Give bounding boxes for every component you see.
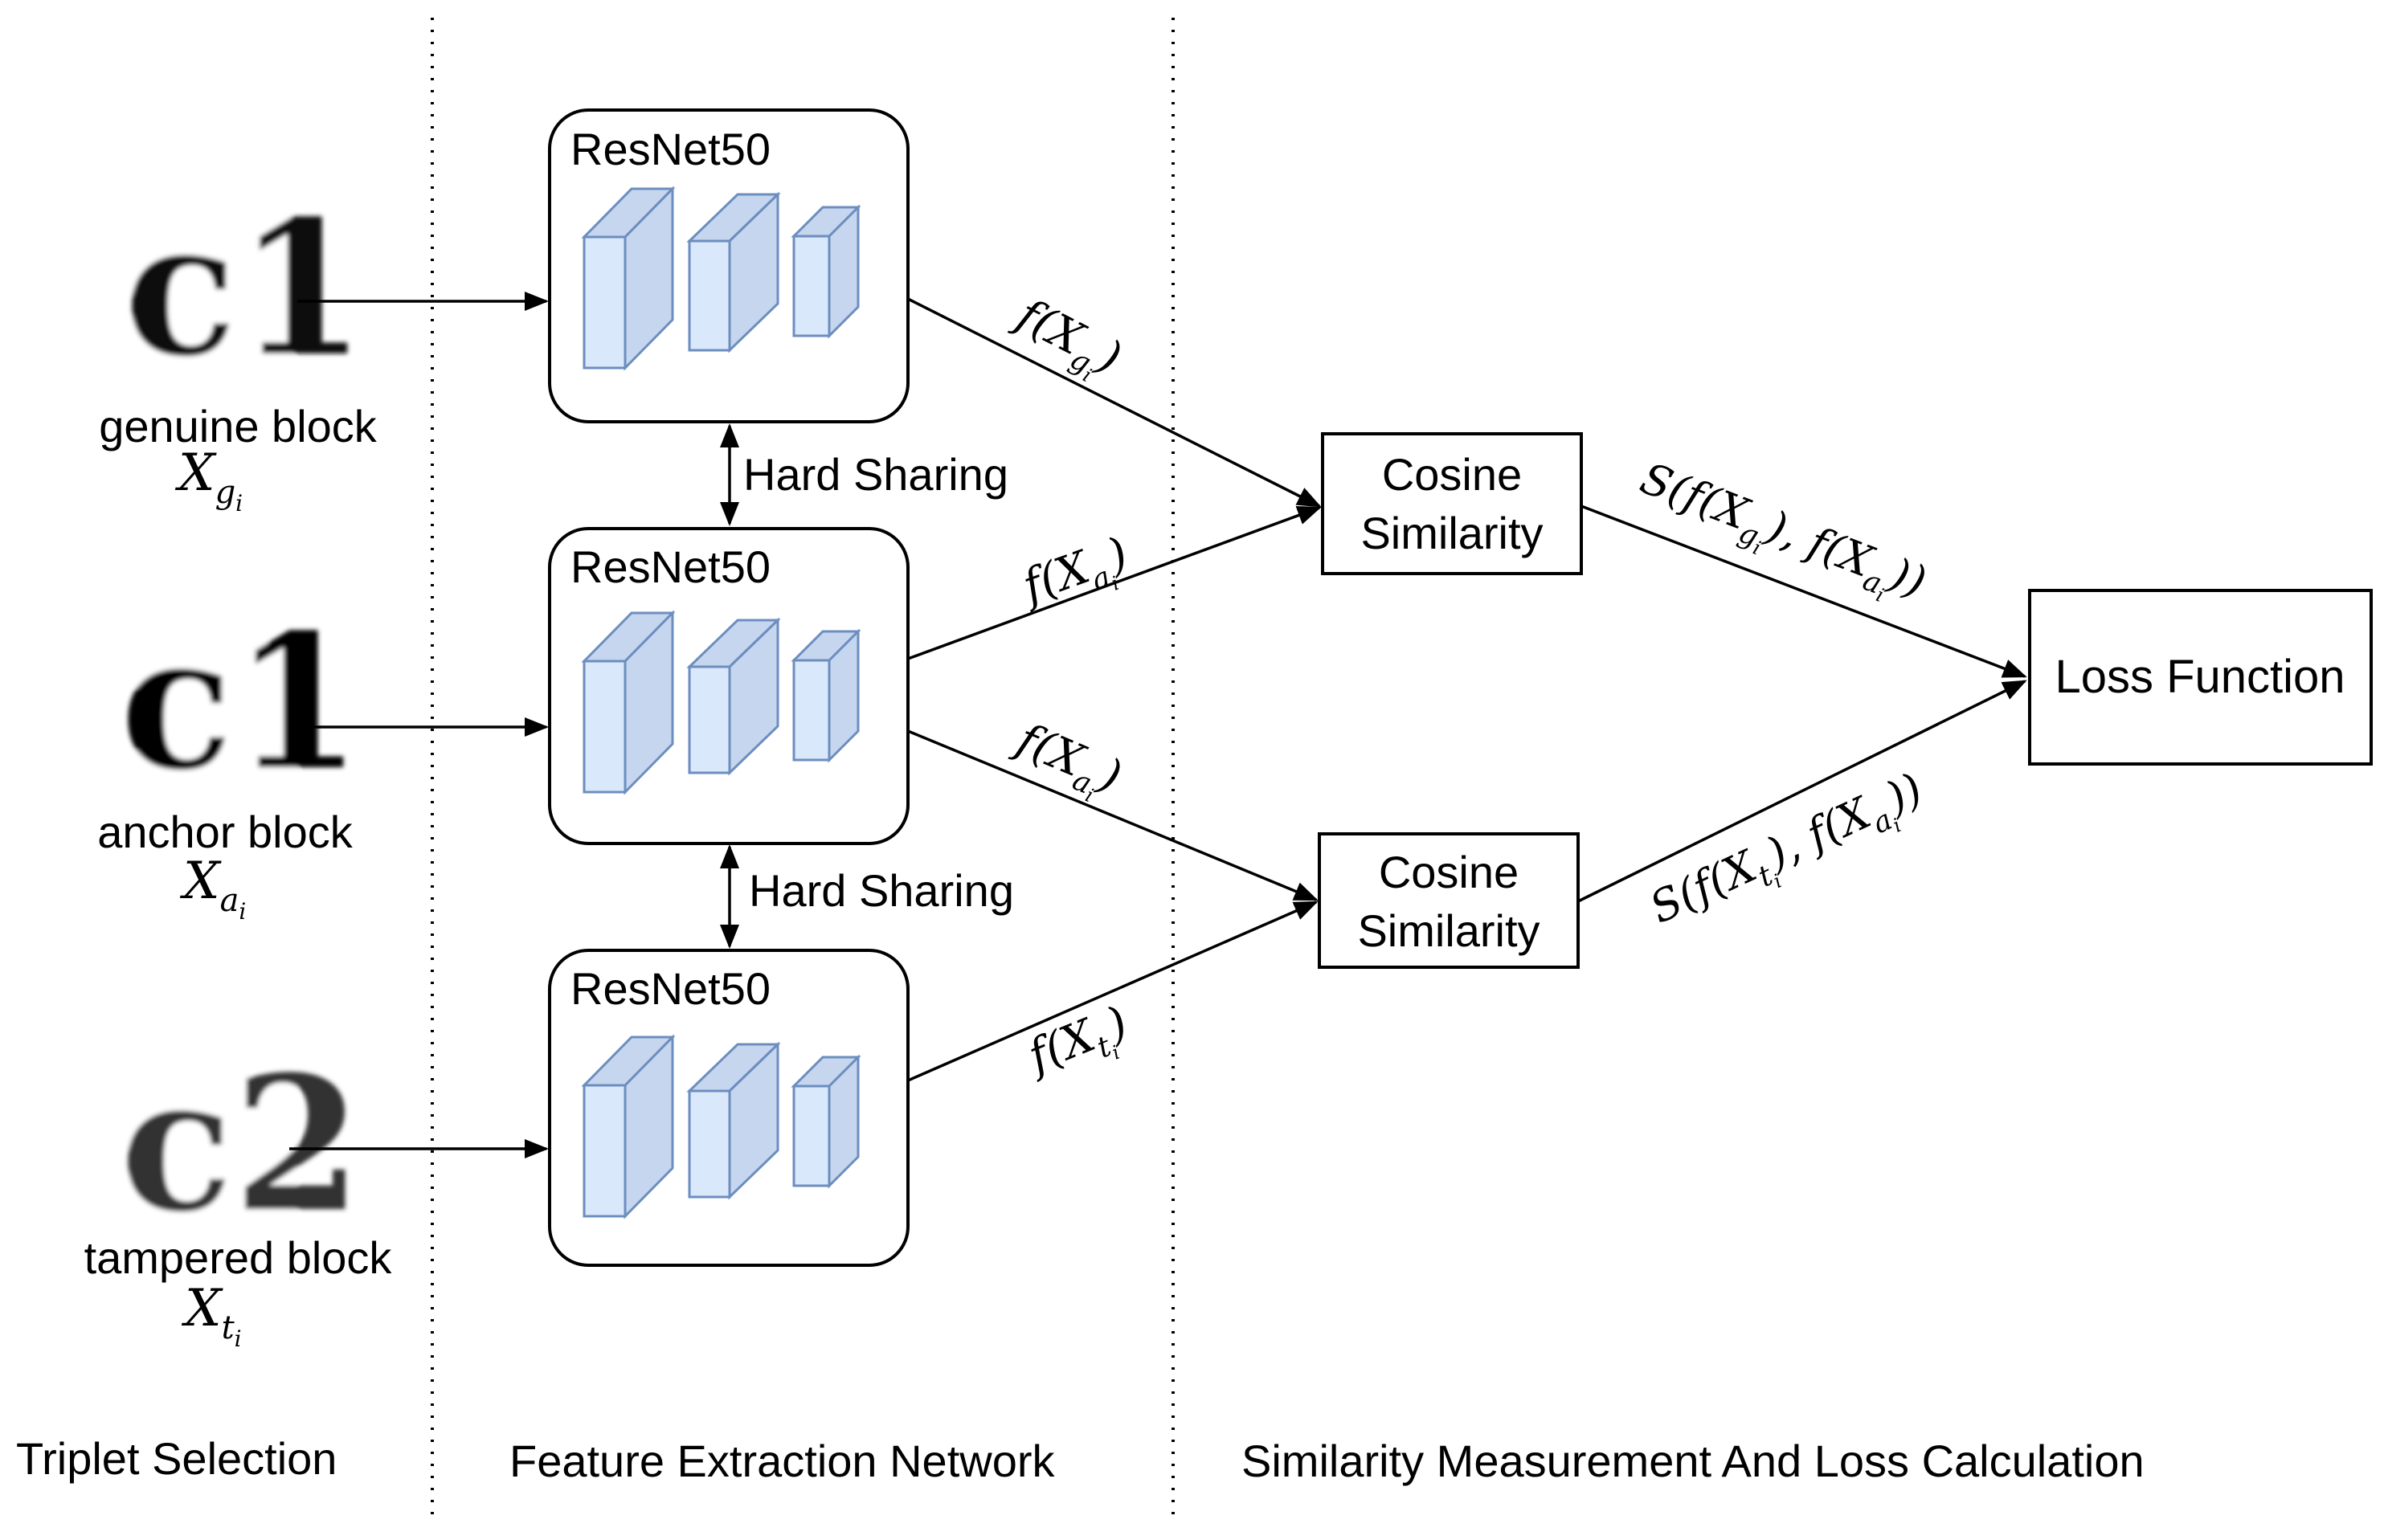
conv-layer-icon — [581, 186, 676, 371]
conv-layer-icon — [686, 1041, 781, 1200]
anchor-block-var: Xai — [179, 852, 246, 925]
genuine-sample-image: c1 — [125, 181, 366, 398]
tampered-block-var: Xti — [181, 1279, 242, 1352]
conv-layer-icon — [581, 1034, 676, 1219]
feature-arrow-anchor-top — [907, 506, 1322, 660]
feature-label-anchor-bottom: f(Xai) — [1002, 712, 1128, 813]
cosine-box-line1: Cosine — [1382, 449, 1522, 500]
section-title-feature: Feature Extraction Network — [509, 1436, 1055, 1486]
svg-text:c1: c1 — [125, 181, 366, 398]
feature-label-tampered: f(Xti) — [1018, 996, 1139, 1094]
genuine-block-var: Xgi — [174, 443, 243, 517]
section-title-triplet: Triplet Selection — [16, 1433, 337, 1484]
similarity-label-genuine-anchor: S(f(Xgi), f(Xai)) — [1630, 452, 1933, 619]
conv-layer-icon — [686, 191, 781, 353]
tampered-block-label: tampered block — [84, 1232, 393, 1283]
feature-label-anchor-top: f(Xai) — [1013, 527, 1139, 624]
cosine-similarity-box-1: Cosine Similarity — [1321, 432, 1583, 575]
conv-layer-icon — [581, 610, 676, 795]
cosine-box-line1: Cosine — [1379, 847, 1519, 897]
cosine-similarity-box-2: Cosine Similarity — [1318, 832, 1580, 969]
similarity-arrow-2 — [1577, 680, 2027, 903]
cosine-box-line2: Similarity — [1360, 508, 1543, 558]
conv-layer-icon — [686, 617, 781, 776]
resnet50-title: ResNet50 — [570, 541, 771, 592]
anchor-block-label: anchor block — [97, 807, 354, 857]
tampered-sample-image: c2 — [121, 1036, 362, 1253]
loss-function-label: Loss Function — [2055, 651, 2345, 703]
similarity-arrow-1 — [1580, 504, 2027, 678]
conv-layer-icon — [791, 1054, 861, 1189]
conv-layer-icon — [791, 204, 861, 339]
section-title-similarity: Similarity Measurement And Loss Calculat… — [1241, 1436, 2145, 1486]
hard-sharing-label-2: Hard Sharing — [749, 865, 1014, 916]
similarity-label-tampered-anchor: S(f(Xti), f(Xai)) — [1642, 763, 1936, 944]
feature-arrow-anchor-bottom — [907, 729, 1319, 901]
feature-arrow-tampered — [907, 901, 1319, 1082]
feature-arrow-genuine — [907, 297, 1322, 508]
genuine-block-label: genuine block — [99, 401, 378, 451]
hard-sharing-label-1: Hard Sharing — [743, 449, 1008, 500]
resnet50-title: ResNet50 — [570, 124, 771, 174]
anchor-sample-image: c1 — [121, 594, 362, 811]
resnet50-block-1: ResNet50 — [548, 108, 910, 423]
loss-function-box: Loss Function — [2028, 589, 2373, 766]
svg-text:c2: c2 — [121, 1036, 362, 1253]
resnet50-title: ResNet50 — [570, 963, 771, 1014]
resnet50-block-2: ResNet50 — [548, 527, 910, 845]
svg-text:c1: c1 — [121, 594, 362, 811]
conv-layer-icon — [791, 628, 861, 763]
cosine-box-line2: Similarity — [1357, 905, 1540, 956]
resnet50-block-3: ResNet50 — [548, 949, 910, 1267]
